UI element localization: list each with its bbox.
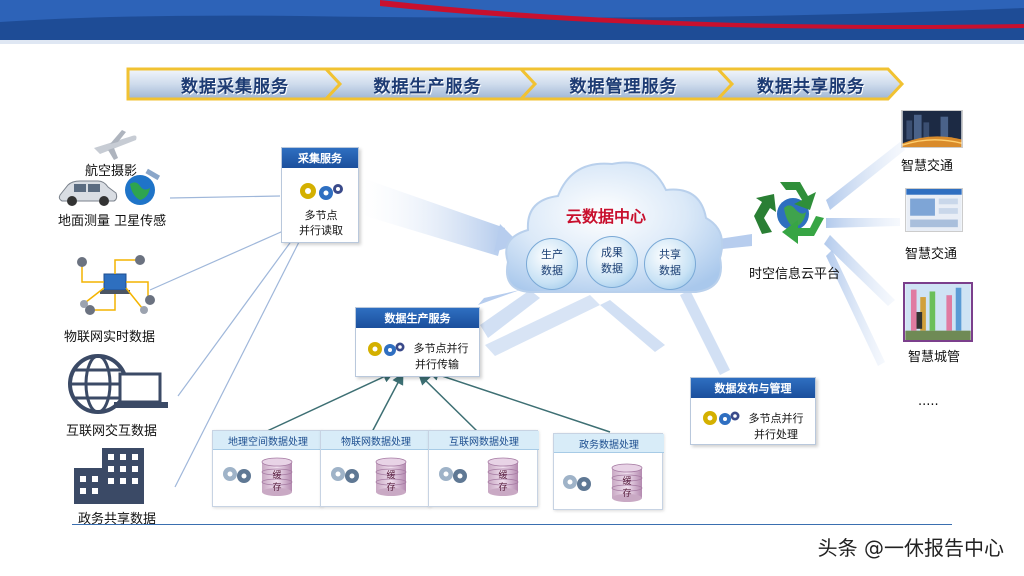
collect-service-line2: 并行读取 <box>299 224 343 237</box>
bubble-result-line2: 数据 <box>601 262 623 275</box>
top-banner <box>0 0 1024 44</box>
gear-icon <box>368 342 405 356</box>
stage-collect: 数据采集服务 <box>181 76 289 97</box>
bubble-production-data <box>526 238 578 290</box>
bubble-production-line2: 数据 <box>541 264 563 277</box>
gear-icon <box>300 183 343 200</box>
airplane-icon <box>94 130 137 160</box>
publish-management-line2: 并行处理 <box>754 428 798 441</box>
processor-gov-title: 政务数据处理 <box>554 434 664 453</box>
output-smart-traffic-1: 智慧交通 <box>901 159 954 174</box>
processor-geo-cache: 缓存 <box>272 471 282 493</box>
output-smart-traffic-2: 智慧交通 <box>905 247 958 262</box>
recycle-globe-icon <box>754 182 824 244</box>
stage-produce: 数据生产服务 <box>373 76 482 97</box>
government-building-icon <box>74 448 144 504</box>
output-more: ..... <box>918 394 939 409</box>
iot-network-icon <box>77 255 155 315</box>
production-service-box: 数据生产服务 <box>355 307 480 377</box>
processor-iot-cache: 缓存 <box>386 471 396 493</box>
source-gov-label: 政务共享数据 <box>78 512 157 527</box>
processor-gov: 政务数据处理 <box>553 433 664 510</box>
processor-gov-cache: 缓存 <box>622 477 632 499</box>
processor-geo: 地理空间数据处理 <box>212 430 323 507</box>
bubble-shared-line1: 共享 <box>659 248 681 261</box>
source-aerial-label: 航空摄影 <box>85 164 138 179</box>
source-iot-label: 物联网实时数据 <box>64 330 156 345</box>
collect-service-line1: 多节点 <box>304 209 338 222</box>
publish-management-line1: 多节点并行 <box>748 412 804 425</box>
satellite-globe-icon <box>125 168 161 205</box>
city-management-thumbnail <box>903 282 973 342</box>
output-smart-city-management: 智慧城管 <box>908 350 961 365</box>
production-service-line1: 多节点并行 <box>413 342 469 355</box>
traffic-city-thumbnail <box>901 110 963 148</box>
stage-share: 数据共享服务 <box>757 76 865 97</box>
platform-label: 时空信息云平台 <box>749 267 841 282</box>
watermark: 头条 @一休报告中心 <box>817 536 1004 560</box>
processor-internet: 互联网数据处理 <box>428 430 539 507</box>
bubble-result-data <box>586 236 638 288</box>
bubble-shared-line2: 数据 <box>659 264 681 277</box>
processor-internet-title: 互联网数据处理 <box>429 431 539 450</box>
internet-globe-laptop-icon <box>68 354 168 414</box>
bubble-shared-data <box>644 238 696 290</box>
production-service-line2: 并行传输 <box>415 358 459 371</box>
production-service-title: 数据生产服务 <box>356 308 479 328</box>
source-ground-satellite-label: 地面测量 卫星传感 <box>58 214 167 229</box>
bubble-production-line1: 生产 <box>541 248 563 261</box>
publish-management-box: 数据发布与管理 <box>690 377 816 445</box>
stage-arrow-bar <box>126 67 905 101</box>
car-icon <box>58 180 118 206</box>
processor-iot-title: 物联网数据处理 <box>321 431 431 450</box>
source-internet-label: 互联网交互数据 <box>66 424 158 439</box>
gear-icon <box>703 411 740 425</box>
bubble-result-line1: 成果 <box>601 246 623 259</box>
processor-internet-cache: 缓存 <box>498 471 508 493</box>
collect-service-title: 采集服务 <box>282 148 358 168</box>
processor-iot: 物联网数据处理 <box>320 430 431 507</box>
footer-divider <box>72 524 952 525</box>
publish-management-title: 数据发布与管理 <box>691 378 815 398</box>
processor-geo-title: 地理空间数据处理 <box>213 431 323 450</box>
stage-manage: 数据管理服务 <box>569 76 678 97</box>
cloud-title: 云数据中心 <box>566 207 647 226</box>
traffic-dashboard-thumbnail <box>905 188 963 232</box>
